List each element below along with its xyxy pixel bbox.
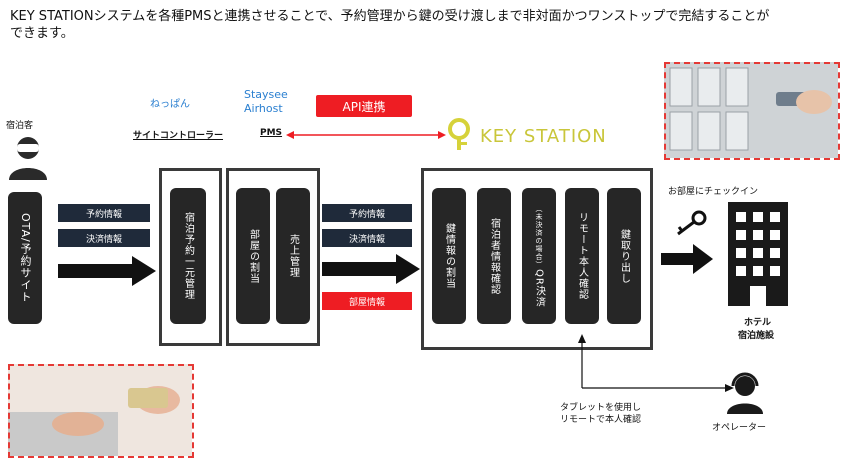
ks-qr-label: QR決済	[533, 268, 545, 308]
tablet-note: タブレットを使用し リモートで本人確認	[560, 403, 642, 425]
api-connector	[286, 126, 446, 145]
nepan-label: ねっぱん	[150, 99, 190, 110]
guest-label: 宿泊客	[6, 121, 34, 131]
key-cabinet-photo	[664, 62, 838, 158]
arrow-left	[58, 254, 158, 292]
key-station-logo: KEY STATION	[480, 126, 607, 147]
ks-pill-remote-id: リモート本人確認	[565, 188, 599, 324]
arrow-right	[661, 244, 715, 278]
ks-pill-guest-check: 宿泊者情報確認	[477, 188, 511, 324]
staysee-label: Staysee	[244, 88, 288, 101]
hotel-icon	[722, 198, 794, 314]
pms-pill-sales: 売上管理	[276, 188, 310, 324]
room-info-bar: 部屋情報	[322, 292, 412, 310]
info-mid-reservation: 予約情報	[322, 204, 412, 222]
ks-pill-key-assign: 鍵情報の割当	[432, 188, 466, 324]
ota-pill: OTA/予約サイト	[8, 192, 42, 324]
info-mid-payment: 決済情報	[322, 229, 412, 247]
operator-label: オペレーター	[712, 423, 767, 433]
remote-connector	[576, 334, 736, 402]
facility-label: 宿泊施設	[738, 331, 775, 341]
key-logo-icon	[444, 118, 474, 156]
ks-pill-key-pickup: 鍵取り出し	[607, 188, 641, 324]
api-badge: API連携	[316, 95, 412, 117]
airhost-label: Airhost	[244, 102, 283, 115]
guest-icon	[7, 134, 49, 182]
payment-photo	[8, 364, 192, 456]
checkin-label: お部屋にチェックイン	[668, 187, 759, 197]
pms-label: PMS	[260, 128, 283, 138]
key-cabinet-frame	[664, 62, 840, 160]
info-left-payment: 決済情報	[58, 229, 150, 247]
payment-frame	[8, 364, 194, 458]
site-controller-label: サイトコントローラー	[133, 131, 224, 141]
key-icon	[674, 210, 708, 240]
site-pill: 宿泊予約一元管理	[170, 188, 206, 324]
ks-pill-qr: QR決済 （未決済の場合）	[522, 188, 556, 324]
pms-pill-room: 部屋の割当	[236, 188, 270, 324]
ks-qr-note: （未決済の場合）	[535, 204, 543, 269]
headline: KEY STATIONシステムを各種PMSと連携させることで、予約管理から鍵の受…	[10, 9, 770, 41]
operator-icon	[724, 372, 766, 420]
info-left-reservation: 予約情報	[58, 204, 150, 222]
arrow-mid	[322, 252, 422, 290]
hotel-label: ホテル	[744, 318, 772, 328]
